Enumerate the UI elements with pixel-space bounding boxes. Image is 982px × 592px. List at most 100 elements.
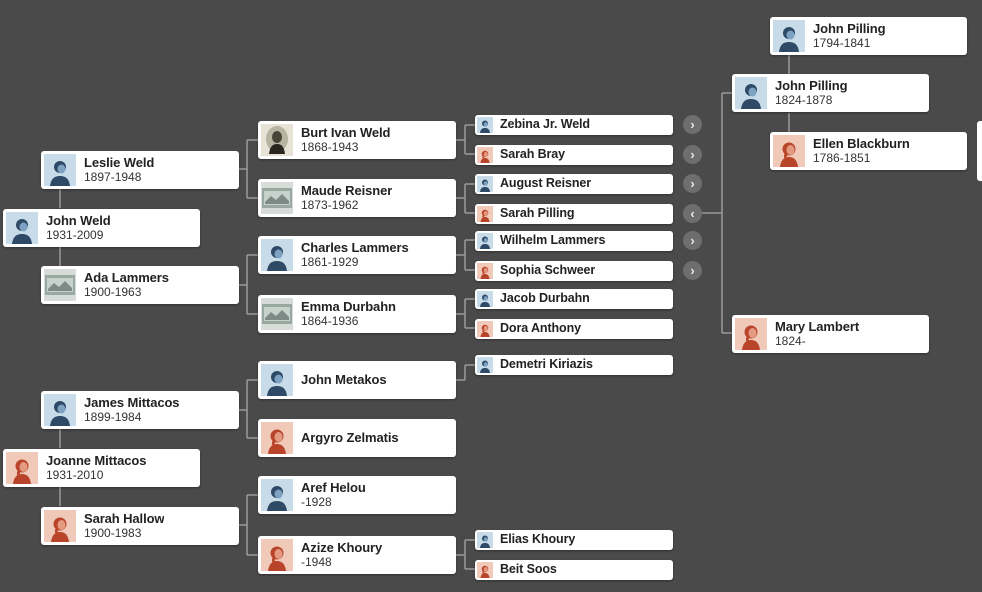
male-silhouette-icon — [6, 212, 38, 244]
person-photo — [261, 182, 293, 214]
person-years: 1864-1936 — [301, 313, 359, 328]
person-name: Sarah Pilling — [500, 207, 575, 221]
person-years: 1931-2010 — [46, 467, 104, 482]
person-text: Sarah Bray — [500, 148, 565, 162]
person-years: 1897-1948 — [84, 169, 142, 184]
person-years: -1948 — [301, 554, 332, 569]
female-silhouette-icon — [477, 147, 493, 163]
person-card-aref-helou[interactable]: Aref Helou-1928 — [258, 476, 456, 514]
person-photo — [735, 77, 767, 109]
person-photo — [477, 233, 493, 249]
person-card-elias-khoury[interactable]: Elias Khoury — [475, 530, 673, 550]
person-text: Sophia Schweer — [500, 264, 595, 278]
person-card-jacob-durbahn[interactable]: Jacob Durbahn — [475, 289, 673, 309]
person-name: John Pilling — [775, 79, 848, 94]
person-text: Aref Helou-1928 — [301, 481, 366, 508]
person-name: Emma Durbahn — [301, 300, 396, 315]
person-photo — [477, 357, 493, 373]
person-card-argyro-zelmatis[interactable]: Argyro Zelmatis — [258, 419, 456, 457]
person-photo — [773, 20, 805, 52]
person-photo — [44, 269, 76, 301]
person-years: 1861-1929 — [301, 254, 359, 269]
chevron-right-icon: › — [690, 263, 695, 278]
male-silhouette-icon — [477, 291, 493, 307]
expand-ancestors-sarah-bray[interactable]: › — [683, 145, 702, 164]
person-card-john-metakos[interactable]: John Metakos — [258, 361, 456, 399]
male-silhouette-icon — [477, 357, 493, 373]
person-photo — [261, 124, 293, 156]
expand-ancestors-zebina-weld[interactable]: › — [683, 115, 702, 134]
person-name: Wilhelm Lammers — [500, 234, 606, 248]
person-photo — [477, 562, 493, 578]
person-photo — [6, 452, 38, 484]
person-name: Argyro Zelmatis — [301, 430, 399, 445]
person-card-demetri-kiriazis[interactable]: Demetri Kiriazis — [475, 355, 673, 375]
male-silhouette-icon — [261, 479, 293, 511]
male-silhouette-icon — [735, 77, 767, 109]
person-card-azize-khoury[interactable]: Azize Khoury-1948 — [258, 536, 456, 574]
female-silhouette-icon — [477, 562, 493, 578]
expand-ancestors-wilhelm-lammers[interactable]: › — [683, 231, 702, 250]
photo-thumbnail-icon — [261, 182, 293, 214]
person-text: Demetri Kiriazis — [500, 358, 593, 372]
expand-ancestors-sophia-schweer[interactable]: › — [683, 261, 702, 280]
person-card-august-reisner[interactable]: August Reisner — [475, 174, 673, 194]
person-photo — [477, 206, 493, 222]
person-photo — [261, 364, 293, 396]
person-card-sarah-pilling[interactable]: Sarah Pilling — [475, 204, 673, 224]
expand-ancestors-august-reisner[interactable]: › — [683, 174, 702, 193]
person-card-zebina-weld[interactable]: Zebina Jr. Weld — [475, 115, 673, 135]
person-photo — [773, 135, 805, 167]
person-name: Joanne Mittacos — [46, 454, 147, 469]
person-name: Zebina Jr. Weld — [500, 118, 590, 132]
male-silhouette-icon — [477, 532, 493, 548]
person-name: Azize Khoury — [301, 541, 383, 556]
person-photo — [261, 422, 293, 454]
male-silhouette-icon — [477, 117, 493, 133]
person-photo — [477, 321, 493, 337]
person-photo — [261, 479, 293, 511]
person-card-dora-anthony[interactable]: Dora Anthony — [475, 319, 673, 339]
person-years: 1900-1963 — [84, 284, 142, 299]
person-card-sophia-schweer[interactable]: Sophia Schweer — [475, 261, 673, 281]
person-name: Jacob Durbahn — [500, 292, 590, 306]
person-text: Azize Khoury-1948 — [301, 541, 382, 568]
person-photo — [477, 291, 493, 307]
person-years: 1931-2009 — [46, 227, 104, 242]
person-card-wilhelm-lammers[interactable]: Wilhelm Lammers — [475, 231, 673, 251]
person-card-sarah-bray[interactable]: Sarah Bray — [475, 145, 673, 165]
person-card-beit-soos[interactable]: Beit Soos — [475, 560, 673, 580]
person-photo — [477, 532, 493, 548]
person-photo — [477, 117, 493, 133]
collapse-ancestors-sarah-pilling[interactable]: ‹ — [683, 204, 702, 223]
person-text: John Metakos — [301, 373, 386, 387]
person-name: Sophia Schweer — [500, 264, 596, 278]
person-name: Mary Lambert — [775, 320, 860, 335]
female-silhouette-icon — [477, 321, 493, 337]
person-name: August Reisner — [500, 177, 591, 191]
offscreen-person-card[interactable] — [977, 121, 982, 181]
person-photo — [477, 263, 493, 279]
